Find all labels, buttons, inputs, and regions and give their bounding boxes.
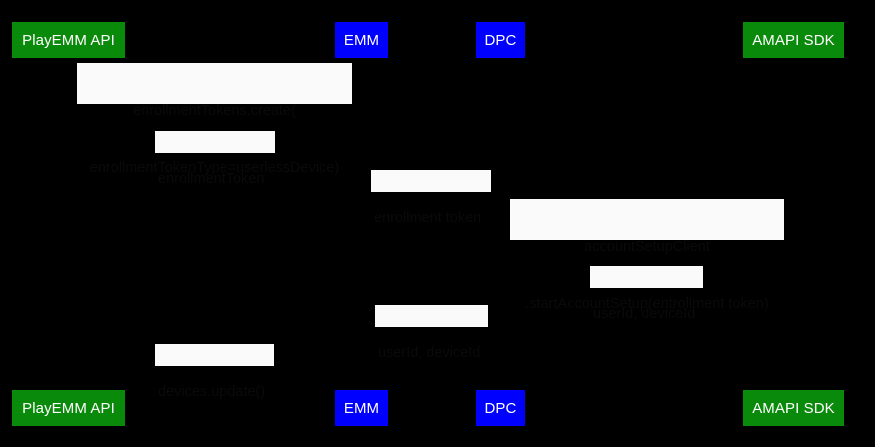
message-label-3-line1: enrollment token: [374, 210, 482, 226]
message-arrow-2: [68, 150, 361, 156]
participant-label: PlayEMM API: [22, 399, 115, 417]
message-label-5: userId, deviceId: [590, 266, 703, 322]
participant-label: DPC: [484, 399, 517, 417]
participant-emm-top[interactable]: EMM: [335, 22, 388, 58]
message-label-4: accountSetupClient .startAccountSetup(en…: [510, 199, 784, 312]
message-arrow-5: [500, 286, 793, 292]
lifeline-playemm-api: [68, 58, 69, 390]
participant-label: AMAPI SDK: [752, 399, 835, 417]
participant-label: EMM: [343, 399, 380, 417]
message-label-1: enrollmentTokens.create( enrollmentToken…: [77, 63, 352, 176]
participant-label: DPC: [484, 31, 517, 49]
participant-dpc-top[interactable]: DPC: [476, 22, 525, 58]
message-label-2: enrollmentToken: [155, 131, 275, 187]
message-label-6-line1: userId, deviceId: [378, 345, 481, 361]
message-arrow-6: [361, 325, 500, 331]
participant-dpc-bottom[interactable]: DPC: [476, 390, 525, 426]
participant-amapi-sdk-top[interactable]: AMAPI SDK: [743, 22, 844, 58]
participant-playemm-api-bottom[interactable]: PlayEMM API: [12, 390, 125, 426]
message-label-7-line1: devices.update(): [158, 384, 266, 400]
message-label-3: enrollment token: [371, 170, 491, 226]
message-label-1-line2: enrollmentTokenType=userlessDevice): [89, 160, 340, 176]
message-label-1-line1: enrollmentTokens.create(: [133, 103, 296, 119]
message-label-2-line1: enrollmentToken: [158, 171, 265, 187]
participant-emm-bottom[interactable]: EMM: [335, 390, 388, 426]
message-arrow-4: [500, 238, 793, 244]
message-arrow-3: [361, 189, 500, 195]
lifeline-dpc: [500, 58, 501, 390]
participant-label: EMM: [343, 31, 380, 49]
message-label-4-line1: accountSetupClient: [584, 239, 710, 255]
message-label-6: userId, deviceId: [375, 305, 488, 361]
participant-label: AMAPI SDK: [752, 31, 835, 49]
participant-playemm-api-top[interactable]: PlayEMM API: [12, 22, 125, 58]
message-arrow-7: [68, 364, 361, 370]
participant-amapi-sdk-bottom[interactable]: AMAPI SDK: [743, 390, 844, 426]
message-arrow-1: [68, 101, 361, 107]
lifeline-amapi-sdk: [793, 58, 794, 390]
message-label-7: devices.update(): [155, 344, 274, 400]
lifeline-emm: [361, 58, 362, 390]
message-label-5-line1: userId, deviceId: [593, 306, 696, 322]
message-label-4-line2: .startAccountSetup(entrollment token): [525, 296, 769, 312]
participant-label: PlayEMM API: [22, 31, 115, 49]
